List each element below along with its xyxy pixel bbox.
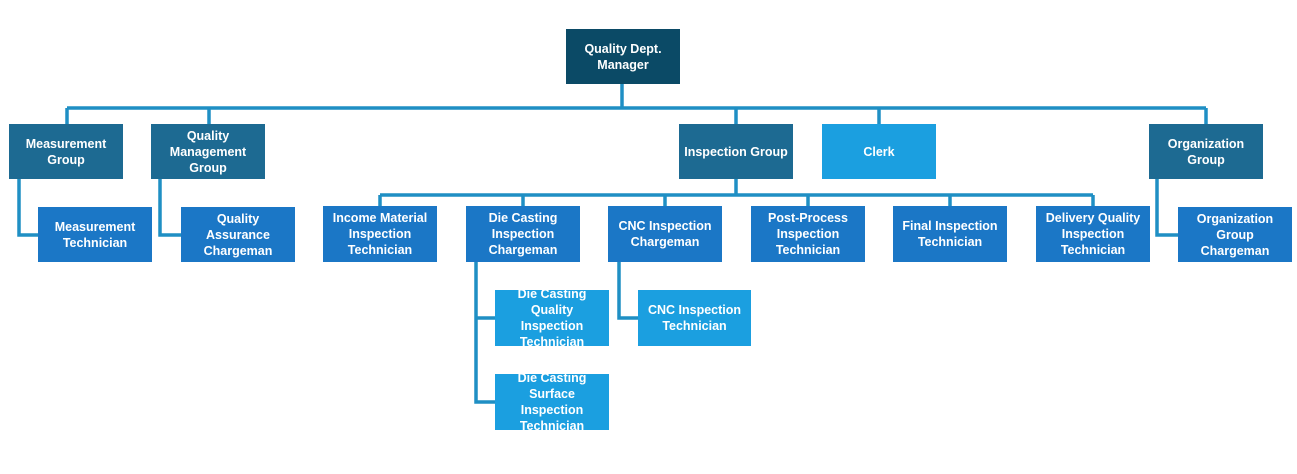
node-quality-management-group: Quality Management Group: [151, 124, 265, 179]
node-measurement-technician: Measurement Technician: [38, 207, 152, 262]
connector-measurement-technician: [17, 179, 38, 237]
node-final-inspection-technician: Final Inspection Technician: [893, 206, 1007, 262]
node-die-casting-quality-inspection-technician: Die Casting Quality Inspection Technicia…: [495, 287, 609, 349]
node-clerk: Clerk: [822, 124, 936, 179]
node-die-casting-inspection-chargeman: Die Casting Inspection Chargeman: [466, 206, 580, 262]
node-income-material-inspection-technician: Income Material Inspection Technician: [323, 206, 437, 262]
node-cnc-inspection-technician: CNC Inspection Technician: [638, 290, 751, 346]
node-post-process-inspection-technician: Post-Process Inspection Technician: [751, 206, 865, 262]
node-quality-assurance-chargeman: Quality Assurance Chargeman: [181, 207, 295, 262]
node-organization-group: Organization Group: [1149, 124, 1263, 179]
node-measurement-group: Measurement Group: [9, 124, 123, 179]
node-inspection-group: Inspection Group: [679, 124, 793, 179]
connector-cnc-technician: [617, 262, 638, 320]
connector-quality-assurance-chargeman: [158, 179, 181, 237]
node-organization-group-chargeman: Organization Group Chargeman: [1178, 207, 1292, 262]
node-quality-dept-manager: Quality Dept. Manager: [566, 29, 680, 84]
connector-die-casting-subtree: [474, 262, 495, 404]
node-die-casting-surface-inspection-technician: Die Casting Surface Inspection Technicia…: [495, 371, 609, 433]
connector-organization-group-chargeman: [1155, 179, 1178, 237]
node-cnc-inspection-chargeman: CNC Inspection Chargeman: [608, 206, 722, 262]
node-delivery-quality-inspection-technician: Delivery Quality Inspection Technician: [1036, 206, 1150, 262]
